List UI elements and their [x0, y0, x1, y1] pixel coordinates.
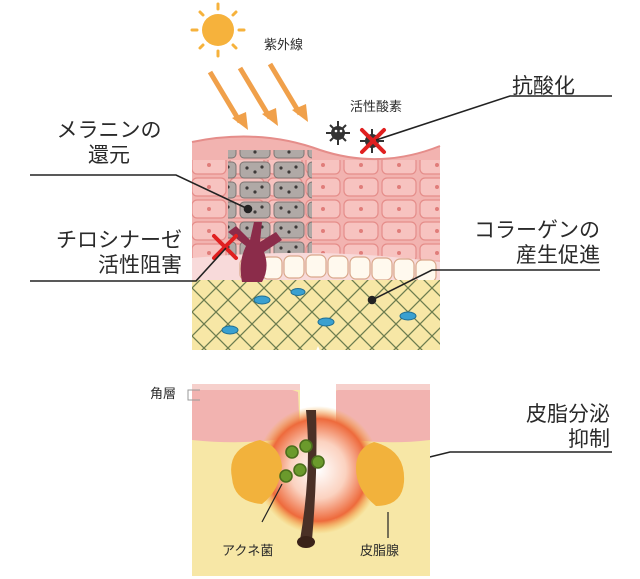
melanin-reduction-label: メラニンの 還元: [34, 118, 184, 168]
sebum-suppression-label: 皮脂分泌 抑制: [470, 402, 610, 452]
active-oxygen-icon: [326, 121, 350, 145]
stratum-corneum-label: 角層: [150, 387, 177, 402]
sebum-label-line1: 皮脂分泌: [526, 402, 610, 426]
collagen-label-line2: 産生促進: [516, 243, 600, 268]
antioxidant-label: 抗酸化: [512, 74, 575, 98]
tyrosinase-label-line2: 活性阻害: [98, 253, 182, 278]
leader-acne: [261, 483, 283, 523]
uv-label: 紫外線: [264, 38, 304, 53]
melanin-label-line1: メラニンの: [56, 118, 162, 142]
cross-mark-icon: [212, 234, 238, 260]
uv-arrows: [207, 62, 308, 130]
skin-cross-section-top: [192, 136, 440, 350]
active-oxygen-label: 活性酸素: [350, 100, 403, 115]
collagen-label-line1: コラーゲンの: [474, 218, 600, 242]
melanin-label-line2: 還元: [88, 143, 130, 168]
cross-mark-icon: [360, 128, 386, 154]
acne-bacteria-label: アクネ菌: [222, 544, 274, 559]
acne-bacteria-icon: [279, 439, 325, 483]
sebum-label-line2: 抑制: [568, 427, 610, 452]
skin-surface-line: [191, 135, 441, 161]
tyrosinase-inhibition-label: チロシナーゼ 活性阻害: [14, 228, 182, 278]
skin-cross-section-bottom: [192, 346, 430, 576]
sebaceous-gland-label: 皮脂腺: [360, 544, 400, 559]
collagen-production-label: コラーゲンの 産生促進: [440, 218, 600, 268]
sun-icon: [190, 2, 246, 58]
stratum-corneum-bracket: [187, 389, 200, 401]
tyrosinase-label-line1: チロシナーゼ: [56, 228, 182, 252]
